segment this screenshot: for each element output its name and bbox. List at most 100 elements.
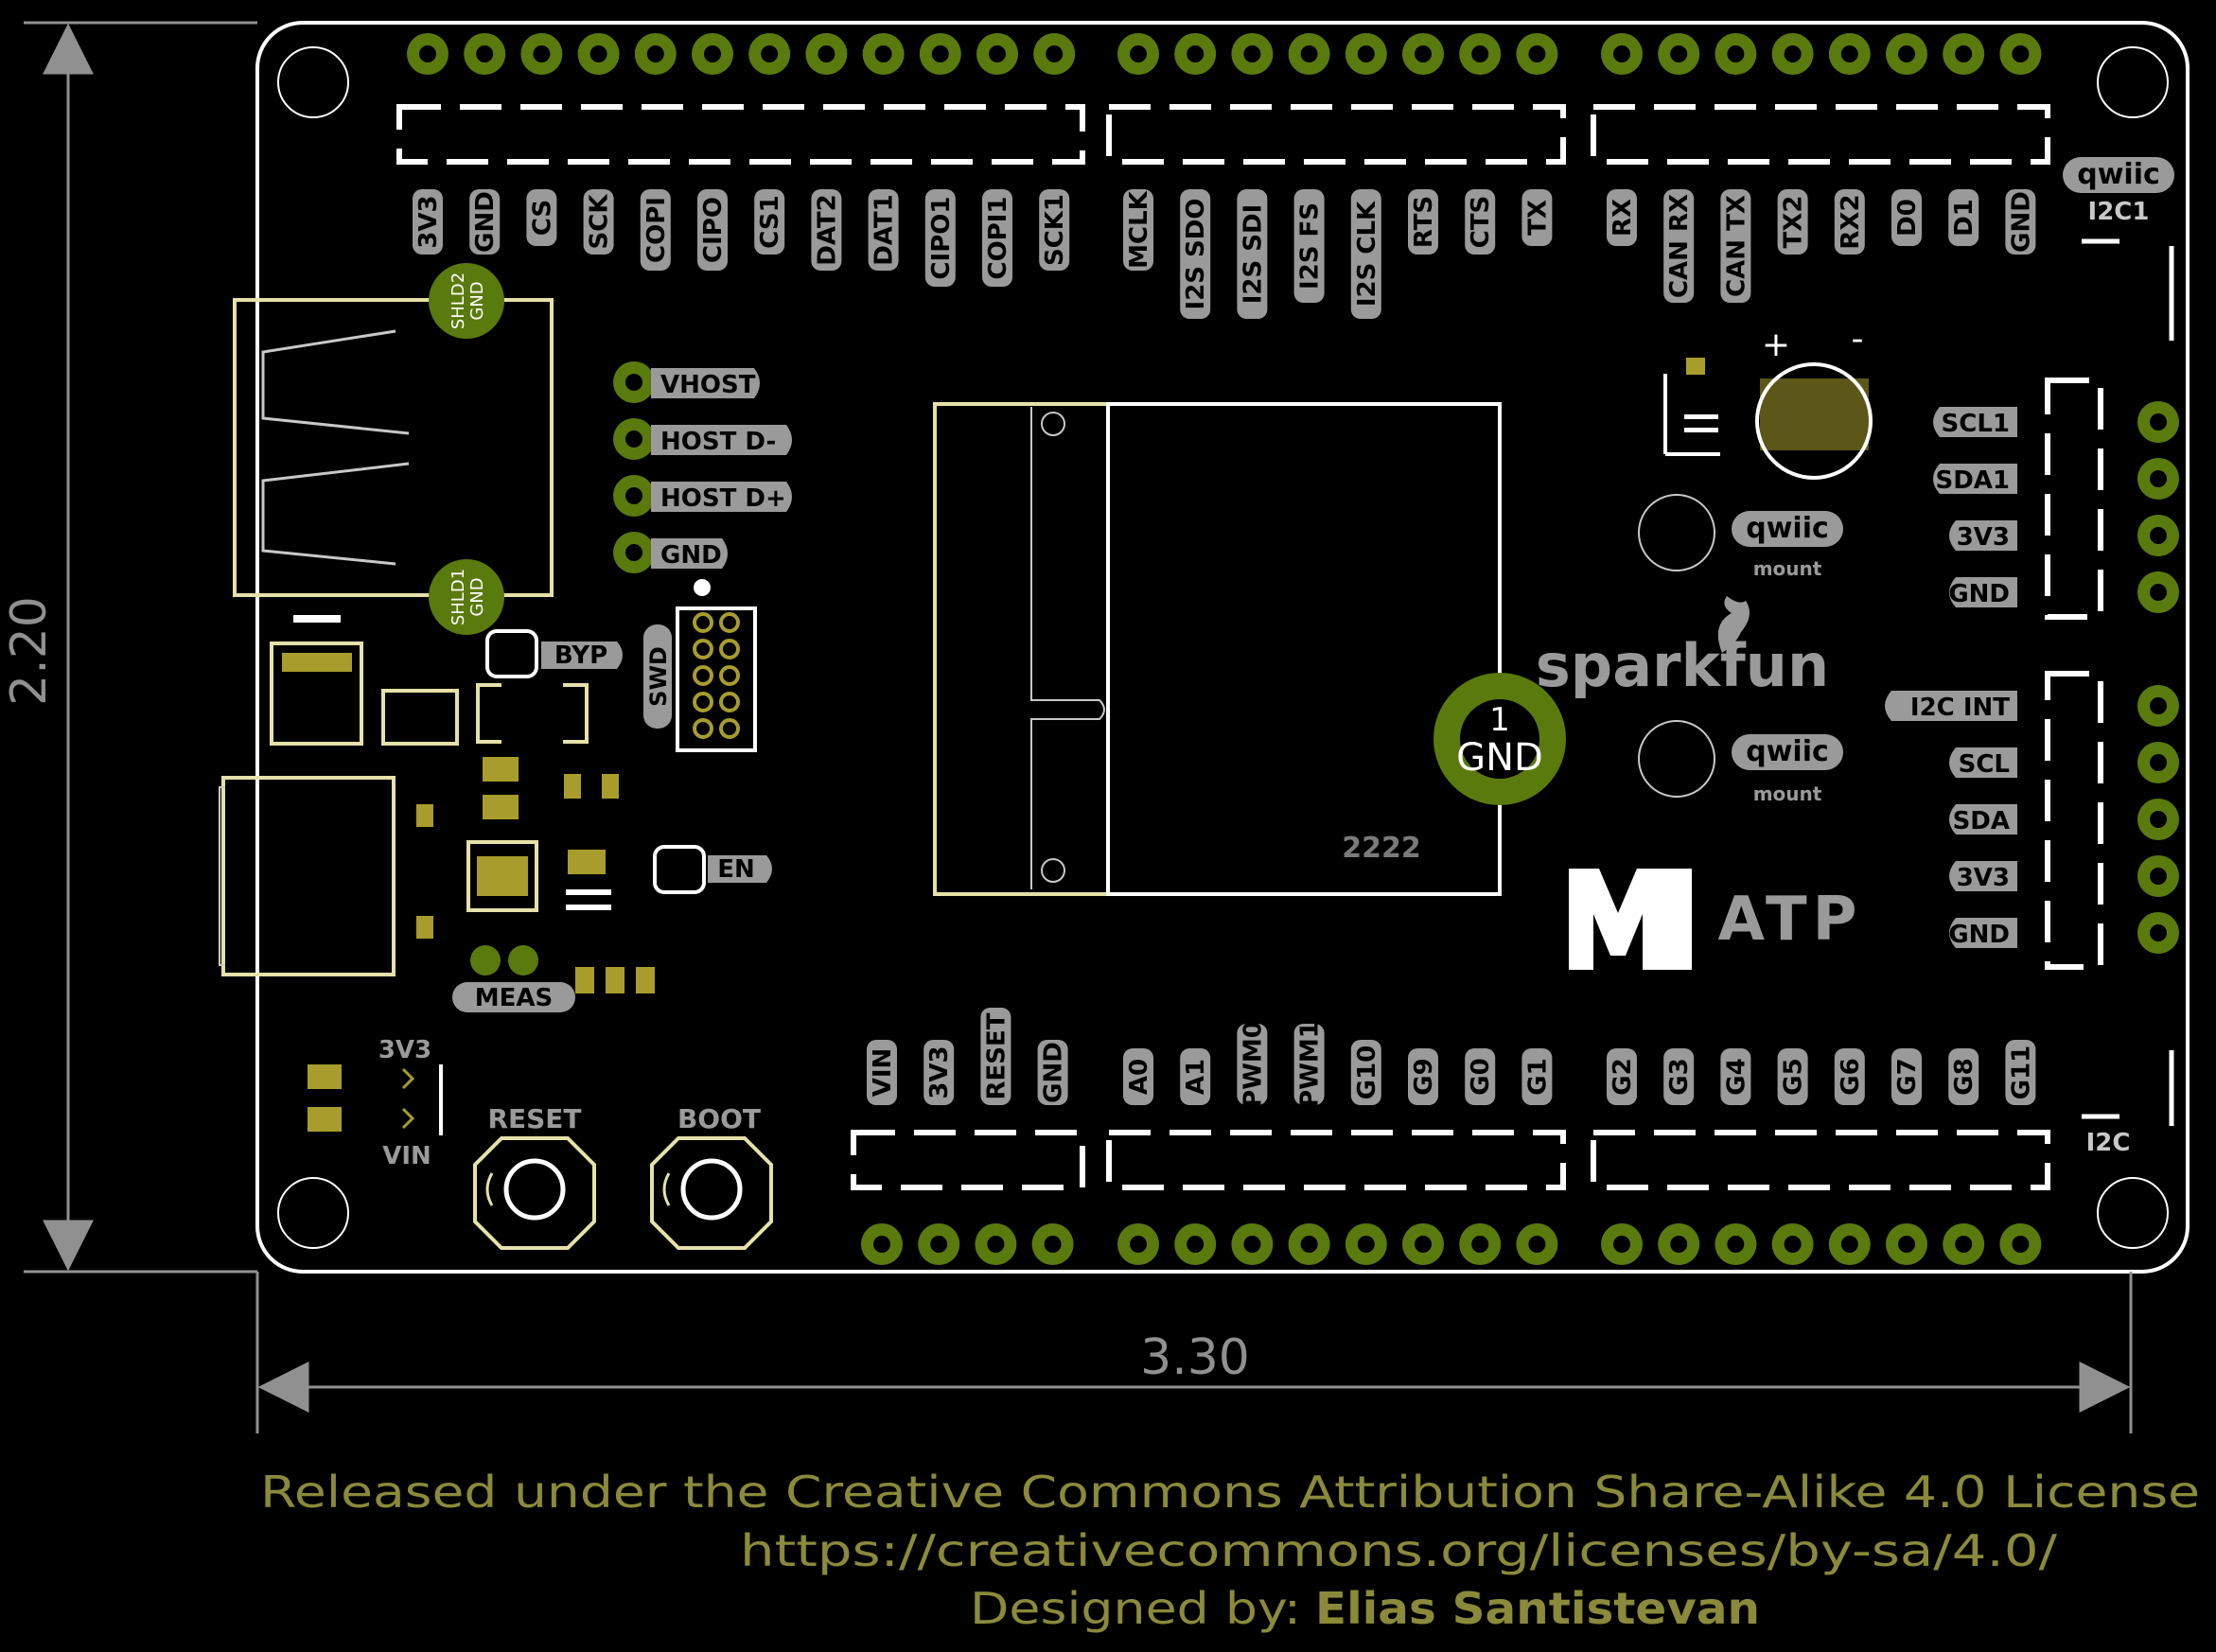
atp-logo-text: ATP [1717, 885, 1862, 955]
pin-label-top_right-4: RX2 [1837, 194, 1865, 249]
mounting-holes [277, 46, 2169, 1249]
qwiic-lower-label-0: I2C INT [1910, 694, 2010, 722]
designed-by-label: Designed by: [970, 1583, 1301, 1634]
pin-label-bg-top_mid-0 [1123, 189, 1153, 271]
pin-pad-bottom_right-5-drill [1898, 1236, 1915, 1253]
pin-label-bg-top_left-6 [754, 189, 785, 255]
pin-label-bg-bottom_mid-6 [1465, 1048, 1496, 1105]
pin-pad-bottom_left-2-drill [987, 1236, 1005, 1253]
qwiic-lower-label-bg-0 [1885, 691, 2017, 721]
pin-label-bg-top_right-3 [1777, 189, 1808, 255]
pin-label-bottom_mid-2: PWM0 [1239, 1021, 1267, 1108]
qwiic-lower-label-4: GND [1948, 921, 2010, 949]
pin-label-top_right-2: CAN TX [1722, 195, 1750, 297]
qwiic-lower-label-bg-1 [1949, 747, 2017, 778]
pin-label-top_left-7: DAT2 [813, 194, 841, 266]
pin-label-bg-bottom_left-1 [923, 1040, 955, 1105]
host-pad-0-drill [625, 374, 642, 391]
pin-label-top_right-6: D1 [1950, 199, 1979, 237]
reset-button-label: RESET [487, 1103, 581, 1134]
height-dimension [24, 21, 257, 1274]
qwiic-lower-pad-4-drill [2150, 924, 2167, 941]
usb-shield1-pad [429, 559, 504, 635]
sparkfun-logo-text: sparkfun [1536, 631, 1829, 700]
pin-pad-bottom_mid-6-drill [1471, 1236, 1489, 1253]
usb-shield2-label: SHLD2 [448, 272, 468, 329]
pin-pad-top_left-0-drill [419, 45, 436, 62]
usb-a-connector [233, 263, 554, 635]
pin-pad-top_right-6-drill [1955, 45, 1973, 62]
qwiic-lower-label-bg-3 [1949, 861, 2017, 891]
swd-pads [693, 612, 740, 739]
pin-pad-top_mid-6-drill [1471, 45, 1489, 62]
pin-label-bottom_right-7: G11 [2007, 1046, 2035, 1100]
pin-pad-bottom_mid-2-drill [1243, 1236, 1261, 1253]
pin-pad-top_right-2-drill [1727, 45, 1745, 62]
qwiic-upper-label-3: GND [1948, 580, 2010, 608]
battery-plus-label: + [1762, 325, 1790, 364]
pin-label-bg-top_mid-3 [1293, 189, 1325, 303]
pin-label-top_left-1: GND [471, 191, 500, 253]
battery-area [1663, 358, 1873, 480]
license-line2: https://creativecommons.org/licenses/by-… [740, 1525, 2058, 1576]
pin-label-top_mid-4: I2S CLK [1353, 201, 1381, 307]
pin-label-bg-bottom_mid-5 [1408, 1048, 1438, 1105]
byp-label-bg [541, 641, 623, 669]
qwiic-lower-pad-0-drill [2150, 697, 2167, 714]
i2c-bottom-label: I2C [2086, 1129, 2131, 1157]
qwiic-top-bg [2063, 157, 2174, 193]
pin-label-bg-bottom_right-7 [2005, 1040, 2036, 1105]
qwiic-lower-label-2: SDA [1953, 807, 2010, 835]
pin-pad-top_right-4-drill [1840, 45, 1858, 62]
pin-label-bottom_right-0: G2 [1609, 1058, 1637, 1095]
qwiic-lower-label-bg-2 [1949, 804, 2017, 835]
pin-label-bottom_right-5: G7 [1893, 1058, 1922, 1095]
byp-jumper [485, 629, 538, 678]
byp-label: BYP [554, 641, 607, 670]
pin-pad-bottom_left-0-drill [873, 1236, 890, 1253]
pin-label-bg-top_left-11 [1039, 189, 1070, 271]
en-label: EN [717, 855, 755, 884]
swd-pad-3-0 [693, 692, 713, 712]
side-header-pads [2137, 401, 2179, 954]
qwiic-upper-pad-0-drill [2150, 413, 2167, 431]
pin-pad-top_right-7-drill [2012, 45, 2030, 62]
pin-pad-bottom_mid-7-drill [1528, 1236, 1546, 1253]
pin-pad-top_left-8-drill [874, 45, 892, 62]
pin-label-top_left-5: CIPO [699, 197, 728, 263]
micromod-logo [1569, 869, 1692, 970]
pin-pad-top_mid-5-drill [1415, 45, 1432, 62]
sparkfun-flame-icon [1717, 596, 1750, 653]
qwiic-mount-lower-bg [1732, 734, 1843, 770]
pin-label-bg-top_left-3 [583, 189, 614, 255]
pin-label-top_right-1: CAN RX [1665, 194, 1694, 298]
host-pad-1-drill [625, 431, 642, 448]
license-line1: Released under the Creative Commons Attr… [260, 1467, 2200, 1518]
pin-label-bg-top_right-5 [1891, 189, 1922, 246]
pin-label-bg-bottom_mid-0 [1123, 1048, 1153, 1105]
pin-label-bottom_left-1: 3V3 [925, 1046, 954, 1098]
gnd-pad-number: 1 [1489, 701, 1510, 739]
pin-pad-bottom_right-3-drill [1784, 1236, 1802, 1253]
pin-label-top_mid-3: I2S FS [1296, 202, 1325, 290]
mount-upper-label: mount [1753, 557, 1822, 580]
qwiic-lower-pad-2-drill [2150, 811, 2167, 828]
boot-button-label: BOOT [677, 1103, 761, 1134]
host-label-bg-1 [651, 425, 792, 455]
pin-label-top_right-7: GND [2007, 191, 2035, 253]
pin-pad-bottom_right-4-drill [1840, 1236, 1858, 1253]
pin-label-bg-top_left-2 [526, 189, 557, 246]
board-outline [255, 21, 2190, 1274]
pin-label-bottom_mid-1: A1 [1182, 1059, 1210, 1095]
meas-label: MEAS [475, 984, 553, 1012]
pin-pad-bottom_mid-3-drill [1300, 1236, 1318, 1253]
swd-pad-1-0 [693, 639, 713, 659]
pin-label-bg-top_right-2 [1720, 189, 1751, 303]
pin-label-bottom_right-4: G6 [1837, 1058, 1865, 1095]
qwiic-upper-label-bg-0 [1933, 407, 2017, 437]
pin-label-bottom_mid-3: PWM1 [1296, 1021, 1325, 1108]
